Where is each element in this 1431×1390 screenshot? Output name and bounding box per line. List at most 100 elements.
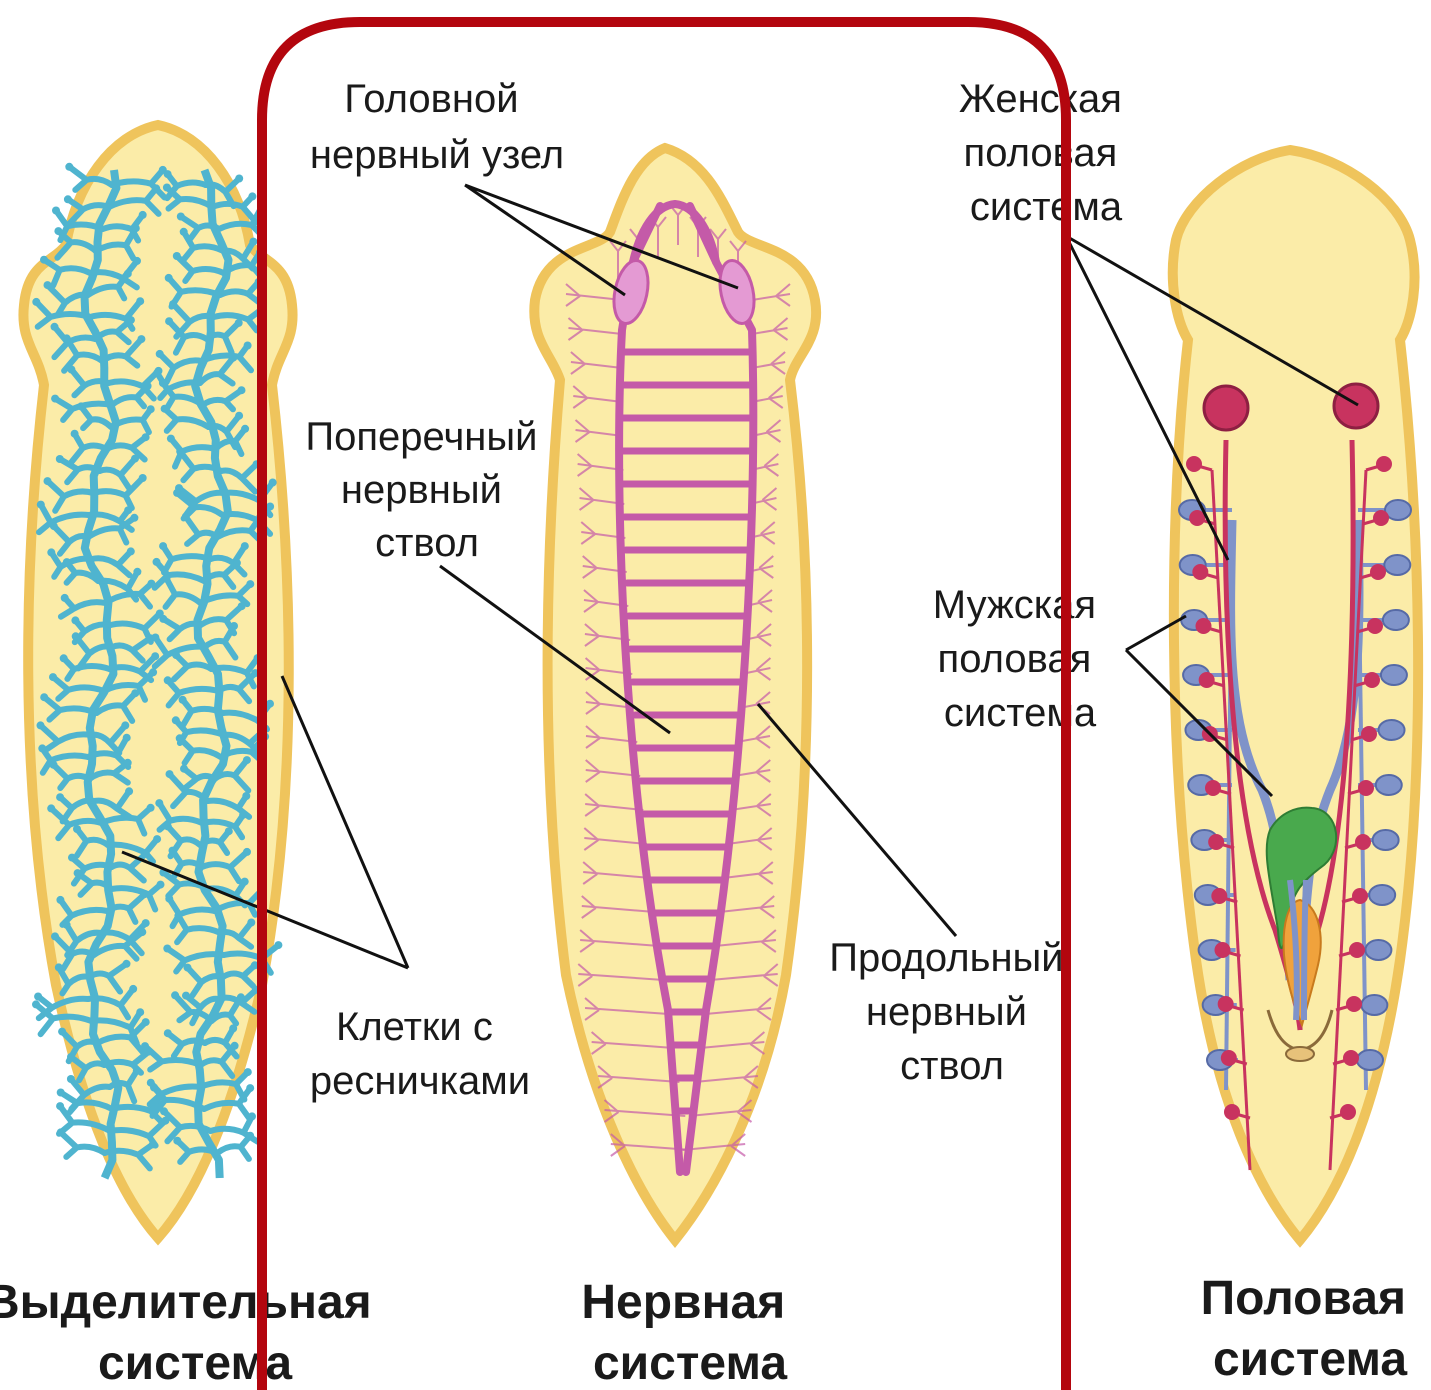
flame-cell [136, 1008, 144, 1016]
flame-cell [169, 300, 177, 308]
vitelline-gland [1208, 834, 1224, 850]
flame-cell [47, 548, 55, 556]
flame-cell [123, 734, 131, 742]
flame-cell [184, 964, 192, 972]
testis [1361, 995, 1387, 1015]
flame-cell [56, 1102, 64, 1110]
flame-cell [55, 963, 63, 971]
label-longitudinal-trunk: Продольный нервный ствол [829, 936, 1075, 1088]
flame-cell [68, 854, 76, 862]
flame-cell [163, 575, 171, 583]
flame-cell [163, 184, 171, 192]
label-longitudinal-trunk-line-3: ствол [900, 1044, 1004, 1088]
flame-cell [243, 848, 251, 856]
testis [1365, 940, 1391, 960]
flame-cell [32, 1000, 40, 1008]
nervous-worm [534, 148, 816, 1240]
flame-cell [133, 1067, 141, 1075]
label-female-system-line-1: Женская [959, 77, 1122, 121]
flame-cell [159, 615, 167, 623]
flame-cell [244, 342, 252, 350]
flame-cell [246, 580, 254, 588]
flame-cell [125, 787, 133, 795]
flame-cell [247, 919, 255, 927]
label-male-system-line-1: Мужская [933, 583, 1096, 627]
caption-reproductive-line-2: система [1213, 1333, 1407, 1386]
vitelline-gland [1343, 1050, 1359, 1066]
label-transverse-trunk-line-1: Поперечный [305, 415, 537, 459]
flame-cell [142, 850, 150, 858]
flame-cell [164, 676, 172, 684]
flame-cell [172, 716, 180, 724]
flame-cell [138, 928, 146, 936]
label-female-system-line-3: система [970, 185, 1123, 229]
vitelline-gland [1199, 672, 1215, 688]
flame-cell [131, 455, 139, 463]
flame-cell [141, 890, 149, 898]
flame-cell [132, 224, 140, 232]
flame-cell [40, 693, 48, 701]
caption-excretory-line-1: Выделительная [0, 1276, 372, 1329]
flame-cell [173, 1137, 181, 1145]
flame-cell [130, 514, 138, 522]
flame-cell [127, 316, 135, 324]
flame-cell [63, 334, 71, 342]
flame-cell [57, 1089, 65, 1097]
flame-cell [163, 945, 171, 953]
label-head-ganglion-line-2: нервный узел [310, 133, 564, 177]
flame-cell [266, 700, 274, 708]
flame-cell [174, 912, 182, 920]
flame-cell [72, 632, 80, 640]
flame-cell [63, 558, 71, 566]
vitelline-gland [1196, 618, 1212, 634]
flame-cell [182, 992, 190, 1000]
flame-cell [179, 696, 187, 704]
vitelline-gland [1221, 1050, 1237, 1066]
flame-cell [51, 932, 59, 940]
testis [1379, 720, 1405, 740]
flame-cell [147, 405, 155, 413]
flame-cell [164, 170, 172, 178]
flame-cell [151, 634, 159, 642]
testis [1381, 665, 1407, 685]
caption-reproductive-line-1: Половая [1201, 1272, 1406, 1325]
flame-cell [161, 405, 169, 413]
flame-cell [169, 847, 177, 855]
flame-cell [124, 270, 132, 278]
caption-nervous-line-1: Нервная [581, 1276, 785, 1329]
reproductive-worm [1173, 150, 1418, 1240]
flame-cell [77, 402, 85, 410]
flame-cell [241, 425, 249, 433]
flame-cell [159, 379, 167, 387]
flame-cell [269, 479, 277, 487]
vitelline-gland [1349, 942, 1365, 958]
flame-cell [241, 878, 249, 886]
flame-cell [37, 501, 45, 509]
flame-cell [155, 799, 163, 807]
flame-cell [176, 448, 184, 456]
flame-cell [124, 506, 132, 514]
caption-reproductive: Половая система [1201, 1272, 1420, 1386]
flame-cell [235, 175, 243, 183]
flame-cell [230, 622, 238, 630]
flame-cell [129, 985, 137, 993]
flame-cell [67, 1053, 75, 1061]
vitelline-gland [1186, 456, 1202, 472]
caption-nervous-line-2: система [593, 1337, 787, 1390]
flame-cell [151, 652, 159, 660]
flame-cell [74, 869, 82, 877]
testis [1369, 885, 1395, 905]
vitelline-gland [1373, 510, 1389, 526]
flame-cell [147, 804, 155, 812]
flame-cell [167, 435, 175, 443]
flame-cell [73, 825, 81, 833]
flame-cell [139, 474, 147, 482]
flame-cell [137, 335, 145, 343]
flame-cell [139, 211, 147, 219]
flame-cell [237, 993, 245, 1001]
flame-cell [266, 503, 274, 511]
label-female-system-line-2: половая [964, 131, 1118, 175]
flame-cell [136, 297, 144, 305]
ovary-right [1334, 384, 1378, 428]
